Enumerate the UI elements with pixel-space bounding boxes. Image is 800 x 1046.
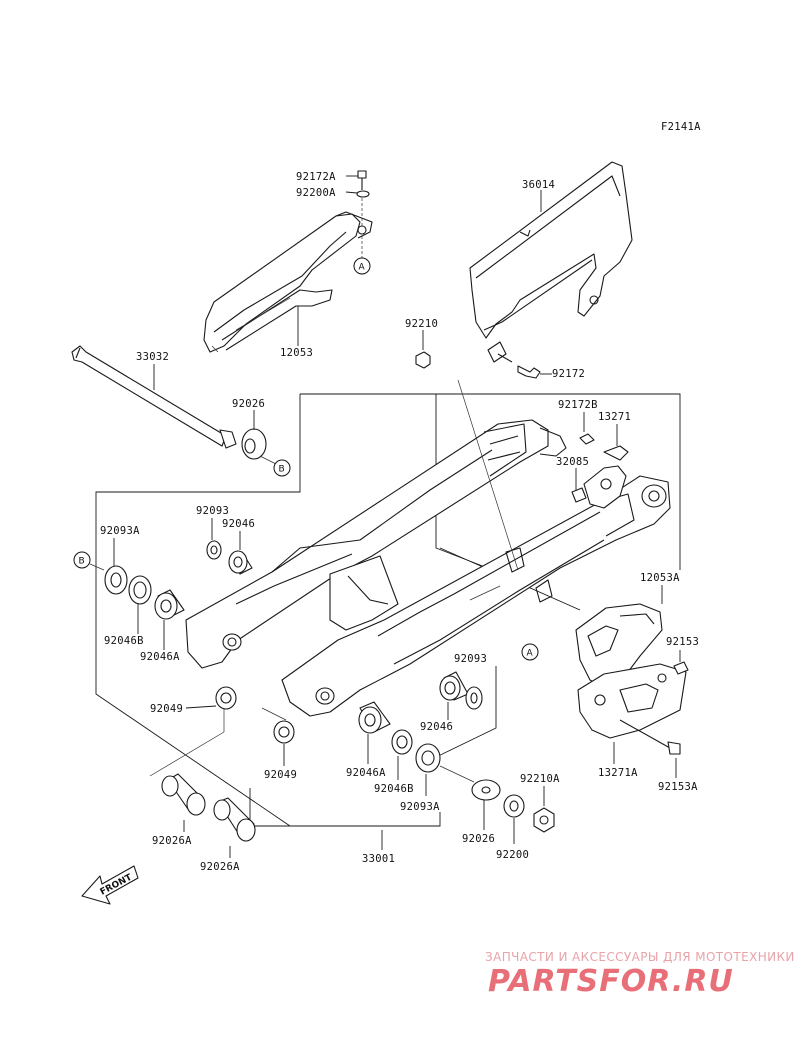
chain-cover-36014: [469, 161, 633, 363]
seal-92093-top: [206, 540, 222, 560]
label-92046A-right: 92046A: [346, 767, 386, 779]
label-92093-right: 92093: [454, 653, 487, 665]
label-92046B-left: 92046B: [104, 635, 144, 647]
front-direction-arrow: FRONT: [81, 865, 139, 905]
label-92026A-a: 92026A: [152, 835, 192, 847]
spacer-32085: [571, 487, 587, 503]
svg-text:A: A: [359, 263, 366, 273]
label-92172: 92172: [552, 368, 585, 380]
label-13271A: 13271A: [598, 767, 638, 779]
label-92200A: 92200A: [296, 187, 336, 199]
ref-B-left: B: [73, 551, 91, 569]
bracket-13271: [583, 445, 629, 509]
label-33032: 33032: [136, 351, 169, 363]
chain-guide-12053A: [575, 603, 663, 689]
ring-92046B-right: [391, 729, 413, 755]
bearing-92046-right: [439, 671, 469, 701]
ref-B-axle: B: [273, 459, 291, 477]
sleeve-92026A-a: [161, 773, 206, 816]
label-92026A-b: 92026A: [200, 861, 240, 873]
collar-92026-top: [241, 428, 267, 460]
label-92172A: 92172A: [296, 171, 336, 183]
nut-92210: [415, 351, 431, 369]
seal-92093-right: [465, 686, 483, 710]
watermark-logo: PARTSFOR.RU: [488, 964, 734, 999]
collar-92026-bottom: [471, 779, 501, 801]
swingarm-33001: [185, 419, 671, 717]
label-92153: 92153: [666, 636, 699, 648]
ref-A-mid: A: [521, 643, 539, 661]
bearing-92046A-right: [358, 701, 391, 734]
nut-92210A: [533, 807, 555, 833]
label-12053A: 12053A: [640, 572, 680, 584]
washer-92200: [503, 794, 525, 818]
bolt-92153: [673, 661, 689, 675]
bearing-92046-top: [228, 550, 253, 575]
label-13271: 13271: [598, 411, 631, 423]
label-92046-right: 92046: [420, 721, 453, 733]
bolt-92153A: [619, 719, 681, 755]
label-12053: 12053: [280, 347, 313, 359]
svg-text:B: B: [79, 557, 85, 567]
label-92049-b: 92049: [264, 769, 297, 781]
label-92172B: 92172B: [558, 399, 598, 411]
label-92200: 92200: [496, 849, 529, 861]
label-92210A: 92210A: [520, 773, 560, 785]
label-92026-bottom: 92026: [462, 833, 495, 845]
label-92046B-right: 92046B: [374, 783, 414, 795]
bolt-92172A: [357, 170, 367, 190]
figure-code: F2141A: [661, 121, 701, 133]
label-92153A: 92153A: [658, 781, 698, 793]
watermark-tagline: ЗАПЧАСТИ И АКСЕССУАРЫ ДЛЯ МОТОТЕХНИКИ: [485, 950, 795, 964]
label-33001: 33001: [362, 853, 395, 865]
collar-92049-b: [273, 720, 295, 744]
label-36014: 36014: [522, 179, 555, 191]
label-92093-top: 92093: [196, 505, 229, 517]
svg-text:B: B: [279, 465, 285, 475]
collar-92049-a: [215, 686, 237, 710]
label-92093A-right: 92093A: [400, 801, 440, 813]
label-92049-a: 92049: [150, 703, 183, 715]
guide-plate-13271A: [577, 663, 687, 739]
washer-92200A: [356, 190, 370, 198]
label-92026-top: 92026: [232, 398, 265, 410]
seal-92093A-left: [104, 565, 128, 595]
bearing-92046A-left: [154, 589, 185, 620]
label-92210: 92210: [405, 318, 438, 330]
label-92046-top: 92046: [222, 518, 255, 530]
ref-A-top: A: [353, 257, 371, 275]
label-92093A-left: 92093A: [100, 525, 140, 537]
svg-text:A: A: [527, 649, 534, 659]
label-92046A-left: 92046A: [140, 651, 180, 663]
pivot-shaft-33032: [71, 345, 237, 449]
bolt-92172B: [579, 433, 595, 445]
bolt-92172: [497, 353, 541, 379]
chain-slider-12053: [203, 211, 373, 353]
seal-92093A-right: [415, 743, 441, 773]
sleeve-92026A-b: [213, 797, 256, 842]
label-32085: 32085: [556, 456, 589, 468]
ring-92046B-left: [128, 575, 152, 605]
